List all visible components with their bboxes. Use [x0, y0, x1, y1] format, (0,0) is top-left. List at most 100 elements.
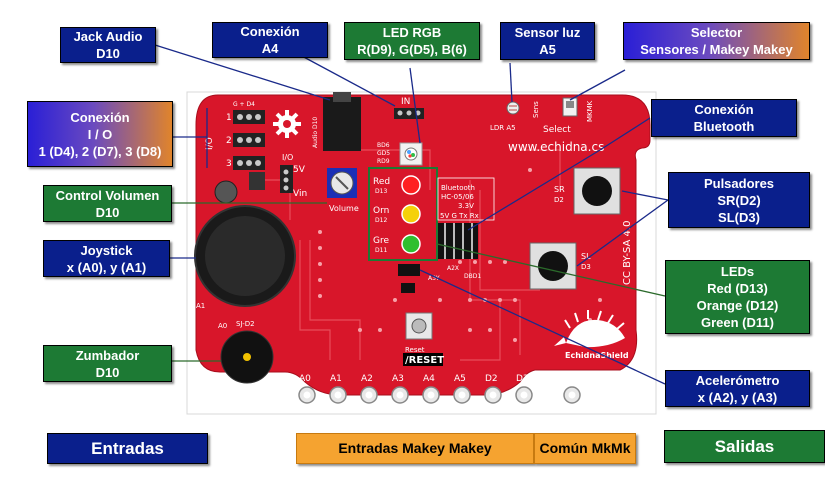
- label-pulsadores-sr: SR(D2): [717, 192, 761, 208]
- led-red-label: Red: [373, 177, 390, 187]
- pin-a3: A3: [392, 374, 404, 384]
- io-row-3: 3: [226, 159, 232, 169]
- label-conexion-a4-title: Conexión: [240, 24, 300, 39]
- label-bluetooth-title: Conexión: [694, 102, 754, 117]
- joystick: A1 A0 SJ-D2: [194, 205, 296, 330]
- a0-label: A0: [218, 322, 227, 330]
- label-sensor-luz-title: Sensor luz: [514, 25, 581, 40]
- volume-label: Volume: [329, 204, 359, 213]
- io-row-2: 2: [226, 136, 232, 146]
- label-bluetooth-sub: Bluetooth: [693, 119, 755, 134]
- bottom-pads: A0 A1 A2 A3 A4 A5 D2 D3 MKMK: [298, 374, 581, 404]
- led-orn-pin: D12: [375, 217, 387, 224]
- legend-comun-mkmk-text: Común MkMk: [539, 440, 631, 456]
- buzzer: Buzzer D10: [220, 330, 274, 404]
- label-pulsadores-sl: SL(D3): [718, 209, 760, 225]
- sl-pin: D3: [581, 263, 591, 271]
- pin-a5: A5: [454, 374, 466, 384]
- label-conexion-io: Conexión I / O 1 (D4), 2 (D7), 3 (D8): [27, 101, 173, 167]
- label-zumbador-title: Zumbador: [75, 347, 140, 363]
- led-gre-pin: D11: [375, 247, 387, 254]
- sr-label: SR: [554, 185, 565, 194]
- label-sensor-luz: Sensor luz A5: [500, 22, 595, 60]
- label-jack-audio-pin: D10: [96, 46, 120, 61]
- bt-pins-label: 5V G Tx Rx: [440, 212, 479, 220]
- bt-line-2: HC-05/06: [441, 193, 474, 201]
- label-conexion-io-sub: I / O: [87, 126, 113, 142]
- legend-salidas-text: Salidas: [714, 437, 775, 456]
- pin-a4: A4: [423, 374, 435, 384]
- pin-mkmk: MKMK: [548, 379, 557, 404]
- label-leds: LEDs Red (D13) Orange (D12) Green (D11): [665, 260, 810, 334]
- board-version: CC BY-SA 4.0: [622, 221, 633, 285]
- label-joystick: Joystick x (A0), y (A1): [43, 240, 170, 277]
- reset-label-box: [403, 353, 443, 366]
- legend-comun-mkmk: Común MkMk: [534, 433, 636, 464]
- sjd2-label: SJ-D2: [236, 320, 255, 328]
- audio-jack: Audio D10: [312, 92, 361, 151]
- buzzer-label: Buzzer: [229, 385, 260, 395]
- io-row-1: 1: [226, 113, 232, 123]
- led-orn-label: Orn: [373, 206, 389, 216]
- label-conexion-bluetooth: Conexión Bluetooth: [651, 99, 797, 137]
- label-jack-audio: Jack Audio D10: [60, 27, 156, 63]
- legend-entradas: Entradas: [47, 433, 208, 464]
- sl-label: SL: [581, 252, 591, 261]
- label-leds-title: LEDs: [720, 264, 755, 279]
- mkmk-top-label: MKMK: [586, 100, 594, 122]
- ldr-label: LDR A5: [490, 124, 516, 132]
- pin-a0: A0: [299, 374, 311, 384]
- label-leds-orange: Orange (D12): [696, 298, 779, 313]
- rgb-pin-r: RD9: [377, 158, 390, 165]
- label-jack-audio-title: Jack Audio: [73, 29, 143, 44]
- ldr-sensor: LDR A5: [490, 101, 520, 132]
- label-zumbador: Zumbador D10: [43, 345, 172, 382]
- legend-entradas-makey: Entradas Makey Makey: [296, 433, 534, 464]
- accelerometer: A3Y A2X DBD1: [398, 264, 481, 293]
- v5-label: 5V: [293, 165, 306, 175]
- label-joystick-pins: x (A0), y (A1): [66, 259, 147, 275]
- label-selector-desc: Sensores / Makey Makey: [640, 42, 793, 57]
- io-header-label: G + D4: [233, 101, 255, 108]
- legend-salidas: Salidas: [664, 430, 825, 463]
- pin-a1: A1: [330, 374, 342, 384]
- label-conexion-a4-pin: A4: [261, 41, 279, 56]
- label-control-volumen-title: Control Volumen: [55, 187, 160, 203]
- a2x-label: A2X: [447, 265, 459, 272]
- label-led-rgb: LED RGB R(D9), G(D5), B(6): [344, 22, 480, 60]
- label-joystick-title: Joystick: [80, 242, 133, 258]
- reset-button-graphic: Reset: [405, 312, 433, 354]
- label-selector: Selector Sensores / Makey Makey: [623, 22, 810, 60]
- volume-pot: Volume: [327, 168, 359, 213]
- label-pulsadores-title: Pulsadores: [703, 175, 775, 191]
- label-led-rgb-title: LED RGB: [382, 25, 442, 40]
- board-url: www.echidna.cs: [508, 140, 604, 154]
- rgb-pin-g: GD5: [377, 150, 390, 157]
- bluetooth-module: Bluetooth HC-05/06 3.3V 5V G Tx Rx: [437, 177, 495, 259]
- io2-label: I/O: [282, 153, 293, 162]
- label-pulsadores: Pulsadores SR(D2) SL(D3): [668, 172, 810, 228]
- selector-switch: Sens Select MKMK: [532, 97, 594, 135]
- pin-d2: D2: [485, 374, 498, 384]
- reset-small-label: Reset: [405, 346, 425, 354]
- label-led-rgb-pins: R(D9), G(D5), B(6): [357, 42, 467, 57]
- sr-pin: D2: [554, 196, 564, 204]
- label-control-volumen: Control Volumen D10: [43, 185, 172, 222]
- label-conexion-io-pins: 1 (D4), 2 (D7), 3 (D8): [38, 143, 162, 159]
- small-chip: [249, 172, 265, 190]
- label-acelerometro: Acelerómetro x (A2), y (A3): [665, 370, 810, 407]
- push-button-sr: SR D2: [554, 167, 621, 215]
- gear-icon: [273, 110, 301, 138]
- label-conexion-a4: Conexión A4: [212, 22, 328, 58]
- label-acelerometro-title: Acelerómetro: [695, 372, 780, 388]
- in-label: IN: [401, 97, 410, 107]
- pin-d3: D3: [516, 374, 529, 384]
- select-label: Select: [543, 125, 571, 135]
- io-connectors: 1 2 3 G + D4 I/O: [205, 101, 265, 170]
- label-acelerometro-pins: x (A2), y (A3): [697, 389, 778, 405]
- bt-line-1: Bluetooth: [441, 184, 475, 192]
- label-control-volumen-pin: D10: [95, 204, 120, 220]
- power-jumper: 5V Vin I/O: [280, 153, 307, 199]
- callout-lines-green: [172, 202, 666, 362]
